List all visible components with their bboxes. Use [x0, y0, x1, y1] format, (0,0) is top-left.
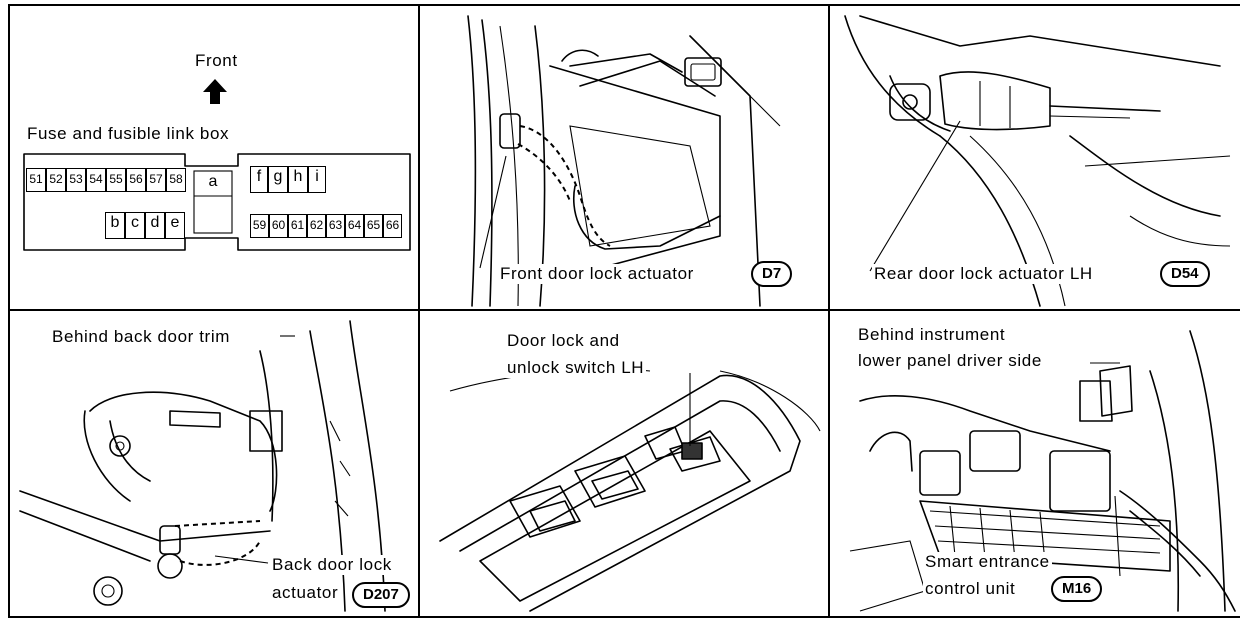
connector-badge: M16: [1051, 576, 1103, 602]
rear-door-actuator-label: Rear door lock actuator LH: [872, 264, 1095, 284]
panel-fuse-box: Front Fuse and fusible link box 51 52 53…: [10, 6, 420, 311]
fuse-cell: 56: [126, 168, 146, 192]
fuse-cell: 64: [345, 214, 364, 238]
fusible-link: g: [268, 166, 288, 193]
fuse-cell: 59: [250, 214, 269, 238]
panel-back-door-actuator: Behind back door trim Back door lock act…: [10, 311, 420, 616]
fuse-box-label: Fuse and fusible link box: [27, 124, 230, 143]
smart-unit-location-label: Behind instrument: [856, 325, 1008, 345]
fuse-cell: 54: [86, 168, 106, 192]
panel-door-lock-switch: Door lock and unlock switch LH: [420, 311, 830, 616]
fuse-cell: 66: [383, 214, 402, 238]
front-label: Front: [195, 51, 238, 70]
fuse-cell: 57: [146, 168, 166, 192]
back-door-actuator-label: Back door lock: [270, 555, 394, 575]
door-lock-switch-label: Door lock and: [505, 331, 622, 351]
fuse-cell: 62: [307, 214, 326, 238]
fuse-cell: 55: [106, 168, 126, 192]
fuse-cell: 58: [166, 168, 186, 192]
fuse-cell: 63: [326, 214, 345, 238]
fusible-link: i: [308, 166, 326, 193]
diagram-frame: Front Fuse and fusible link box 51 52 53…: [8, 4, 1240, 618]
door-switch-drawing: [439, 368, 821, 612]
fuse-cell: 53: [66, 168, 86, 192]
front-door-actuator-label: Front door lock actuator: [498, 264, 696, 284]
fusible-link: b: [105, 212, 125, 239]
front-arrow-icon: [203, 79, 227, 104]
panel-rear-door-actuator: Rear door lock actuator LH D54: [830, 6, 1240, 311]
smart-unit-label: Smart entrance: [923, 552, 1052, 572]
panel-smart-entrance-unit: Behind instrument lower panel driver sid…: [830, 311, 1240, 616]
fusible-link: e: [165, 212, 185, 239]
fusible-link-a: a: [208, 173, 218, 190]
smart-unit-location-label: lower panel driver side: [856, 351, 1044, 371]
panel-front-door-actuator: Front door lock actuator D7: [420, 6, 830, 311]
fuse-cell: 51: [26, 168, 46, 192]
back-door-drawing: [19, 320, 386, 612]
fuse-box-drawing: [23, 79, 411, 251]
door-lock-switch-label: unlock switch LH: [505, 358, 647, 378]
fusible-link: f: [250, 166, 268, 193]
fuse-cell: 60: [269, 214, 288, 238]
smart-unit-drawing: [849, 330, 1236, 612]
fuse-cell: 52: [46, 168, 66, 192]
connector-badge: D207: [352, 582, 410, 608]
fusible-link: h: [288, 166, 308, 193]
back-door-actuator-label: actuator: [270, 583, 341, 603]
smart-unit-label: control unit: [923, 579, 1018, 599]
fusible-link: d: [145, 212, 165, 239]
connector-badge: D54: [1160, 261, 1210, 287]
fuse-box-outline: [23, 153, 411, 251]
fusible-link: c: [125, 212, 145, 239]
fuse-cell: 61: [288, 214, 307, 238]
connector-badge: D7: [751, 261, 793, 287]
fuse-cell: 65: [364, 214, 383, 238]
back-door-location-label: Behind back door trim: [50, 327, 232, 347]
